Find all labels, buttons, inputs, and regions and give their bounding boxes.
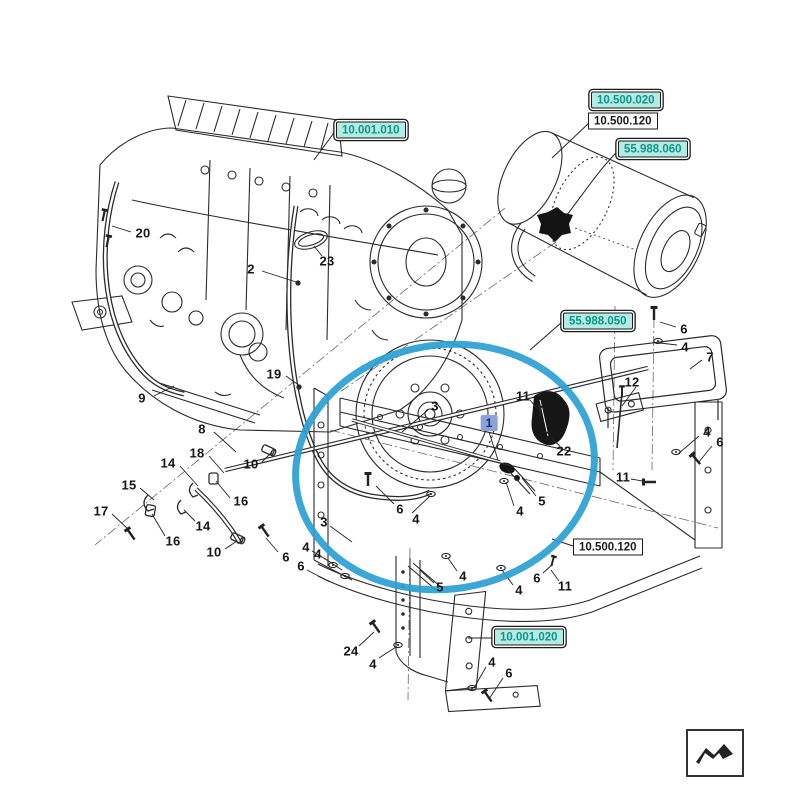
highlight-circle [292, 340, 598, 594]
callout-4[interactable]: 4 [515, 582, 523, 598]
callout-4[interactable]: 4 [516, 503, 524, 519]
continuation-box[interactable] [686, 729, 744, 777]
callout-4[interactable]: 4 [302, 539, 310, 555]
callout-6[interactable]: 6 [716, 434, 724, 450]
callout-16[interactable]: 16 [165, 533, 181, 549]
callout-11[interactable]: 11 [615, 469, 631, 485]
callout-8[interactable]: 8 [198, 421, 206, 437]
refbox-leader-lines [313, 121, 620, 639]
callout-4[interactable]: 4 [459, 568, 467, 584]
callout-6[interactable]: 6 [505, 665, 513, 681]
callout-6[interactable]: 6 [533, 570, 541, 586]
callout-6[interactable]: 6 [396, 501, 404, 517]
refbox-55.988.050[interactable]: 55.988.050 [563, 312, 633, 330]
refbox-55.988.060[interactable]: 55.988.060 [618, 140, 688, 158]
callout-4[interactable]: 4 [412, 511, 420, 527]
callout-11[interactable]: 11 [557, 578, 573, 594]
callout-17[interactable]: 17 [93, 503, 109, 519]
callout-16[interactable]: 16 [233, 493, 249, 509]
construction-lines [94, 207, 719, 701]
callout-2[interactable]: 2 [247, 261, 255, 277]
callout-6[interactable]: 6 [297, 558, 305, 574]
callout-24[interactable]: 24 [343, 643, 359, 659]
frame-illustration [313, 387, 723, 622]
callout-20[interactable]: 20 [135, 225, 151, 241]
callout-19[interactable]: 19 [266, 366, 282, 382]
refbox-10.500.020[interactable]: 10.500.020 [591, 91, 661, 109]
callout-1-selected[interactable]: 1 [480, 415, 498, 431]
callout-22[interactable]: 22 [556, 443, 572, 459]
callout-6[interactable]: 6 [680, 321, 688, 337]
callout-18[interactable]: 18 [189, 445, 205, 461]
refbox-10.001.020[interactable]: 10.001.020 [494, 628, 564, 646]
harness-blob [531, 391, 570, 446]
callout-10[interactable]: 10 [206, 544, 222, 560]
callout-5[interactable]: 5 [436, 579, 444, 595]
callout-14[interactable]: 14 [160, 455, 176, 471]
callout-15[interactable]: 15 [121, 477, 137, 493]
callout-11[interactable]: 11 [515, 388, 531, 404]
callout-23[interactable]: 23 [319, 253, 335, 269]
callout-9[interactable]: 9 [138, 390, 146, 406]
refbox-10.500.120[interactable]: 10.500.120 [588, 112, 658, 130]
callout-4[interactable]: 4 [314, 546, 322, 562]
callout-10[interactable]: 10 [243, 456, 259, 472]
callout-14[interactable]: 14 [195, 518, 211, 534]
continuation-arrow-icon [696, 744, 733, 764]
engine-illustration [71, 95, 483, 433]
refbox-10.500.120[interactable]: 10.500.120 [573, 538, 643, 556]
callout-4[interactable]: 4 [681, 339, 689, 355]
callout-5[interactable]: 5 [538, 493, 546, 509]
callout-4[interactable]: 4 [369, 656, 377, 672]
callout-12[interactable]: 12 [624, 374, 640, 390]
callout-6[interactable]: 6 [282, 549, 290, 565]
callout-3[interactable]: 3 [431, 398, 439, 414]
callout-3[interactable]: 3 [320, 514, 328, 530]
bracket-right-illustration [598, 335, 728, 428]
callout-7[interactable]: 7 [706, 349, 714, 365]
leader-lines [111, 225, 713, 700]
callout-4[interactable]: 4 [703, 424, 711, 440]
refbox-10.001.010[interactable]: 10.001.010 [336, 121, 406, 139]
callout-4[interactable]: 4 [488, 654, 496, 670]
